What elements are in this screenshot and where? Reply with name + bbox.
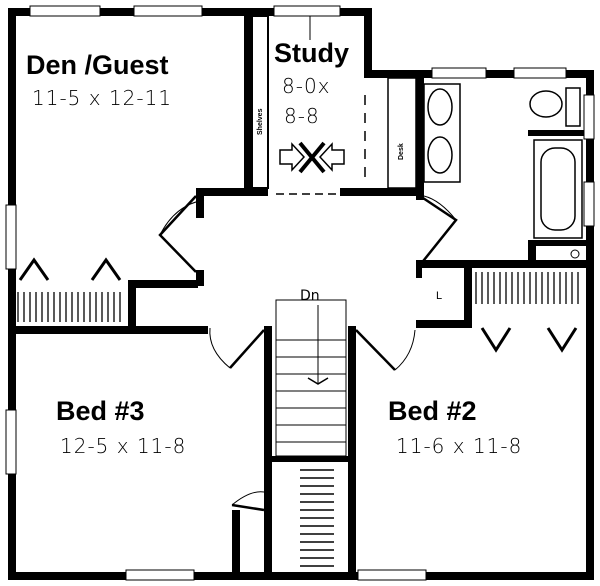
room-label-bed3: Bed #3: [56, 396, 145, 426]
wall-south: [8, 572, 594, 580]
wall-bath-west: [416, 76, 424, 200]
window: [5, 409, 17, 475]
window: [431, 67, 487, 79]
window: [583, 181, 595, 227]
room-dims-bed2: 11-6 x 11-8: [396, 434, 523, 458]
room-dims-bed3: 12-5 x 11-8: [60, 434, 187, 458]
window: [5, 204, 17, 270]
stairs-down-label: Dn: [300, 288, 320, 304]
wall-den-south: [8, 326, 208, 334]
attic-access-icon: [279, 141, 345, 174]
room-dims-study-2: 8-8: [284, 104, 320, 128]
room-dims-study-1: 8-0x: [282, 74, 331, 98]
window: [273, 5, 341, 17]
room-dims-den: 11-5 x 12-11: [32, 86, 173, 110]
wall-east: [586, 70, 594, 578]
window: [513, 67, 567, 79]
wall-stair-east: [348, 326, 356, 578]
window: [133, 5, 203, 17]
room-label-den: Den /Guest: [26, 50, 169, 80]
room-label-study: Study: [274, 38, 350, 68]
wall-study-east: [364, 8, 372, 76]
window: [125, 569, 195, 581]
window: [583, 94, 595, 140]
shelves-label: Shelves: [257, 108, 264, 135]
wall-den-study: [244, 8, 252, 192]
desk-label: Desk: [398, 143, 405, 160]
linen-label: L: [436, 290, 443, 302]
window: [357, 569, 427, 581]
window: [29, 5, 101, 17]
room-label-bed2: Bed #2: [388, 396, 477, 426]
wall-west: [8, 8, 16, 578]
wall-stair-west: [264, 326, 272, 578]
